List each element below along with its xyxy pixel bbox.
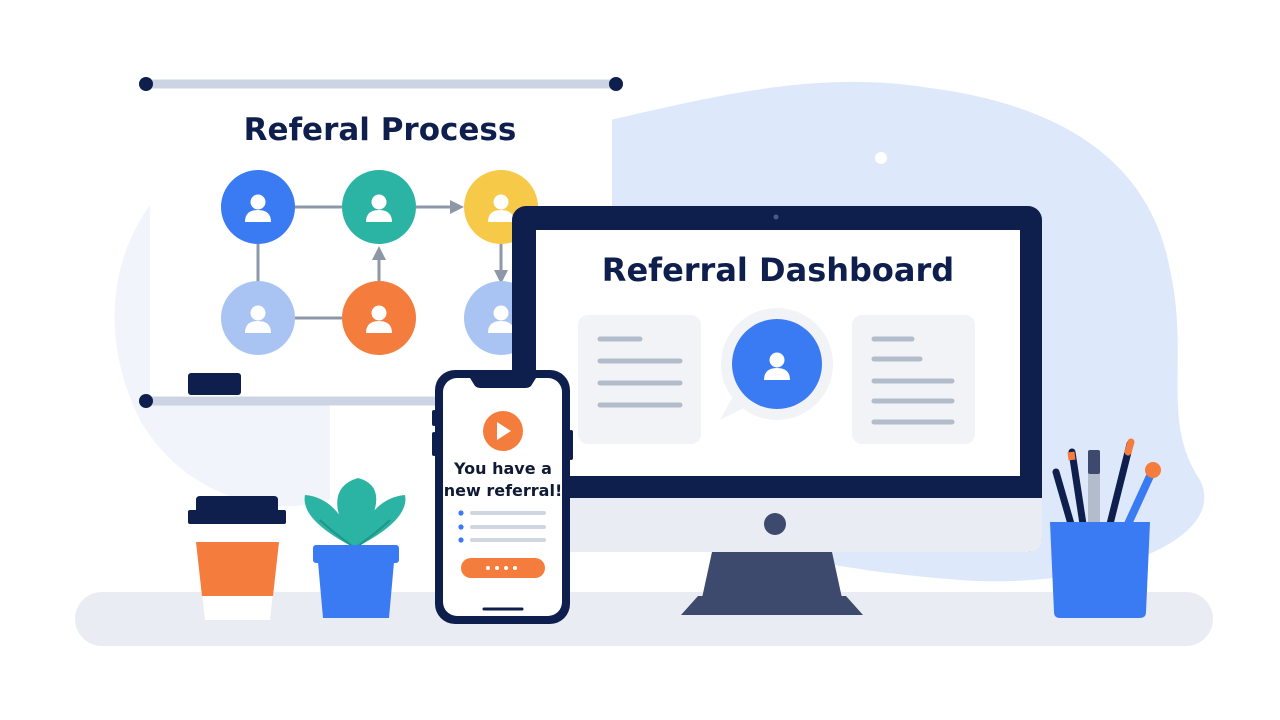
sparkle-dot bbox=[875, 152, 887, 164]
flow-node-referrer bbox=[221, 170, 295, 244]
arrow-icon bbox=[372, 200, 508, 284]
dashboard-title: Referral Dashboard bbox=[601, 251, 955, 289]
play-icon bbox=[483, 411, 523, 451]
phone-notification-text: You have a new referral! bbox=[443, 459, 563, 500]
dashboard-card-left bbox=[578, 315, 701, 444]
monitor bbox=[512, 206, 1042, 615]
phone-screen bbox=[443, 378, 562, 616]
whiteboard-eraser bbox=[188, 373, 241, 395]
flow-node-friend bbox=[221, 281, 295, 355]
plant-icon bbox=[304, 478, 406, 618]
phone-action-button bbox=[461, 558, 545, 578]
flow-connectors bbox=[256, 205, 503, 320]
phone bbox=[432, 370, 573, 624]
pencil-cup-icon bbox=[1050, 438, 1161, 618]
coffee-cup-icon bbox=[188, 496, 286, 620]
flow-node-signup bbox=[342, 281, 416, 355]
whiteboard-title: Referal Process bbox=[243, 112, 517, 148]
flow-node-share bbox=[342, 170, 416, 244]
